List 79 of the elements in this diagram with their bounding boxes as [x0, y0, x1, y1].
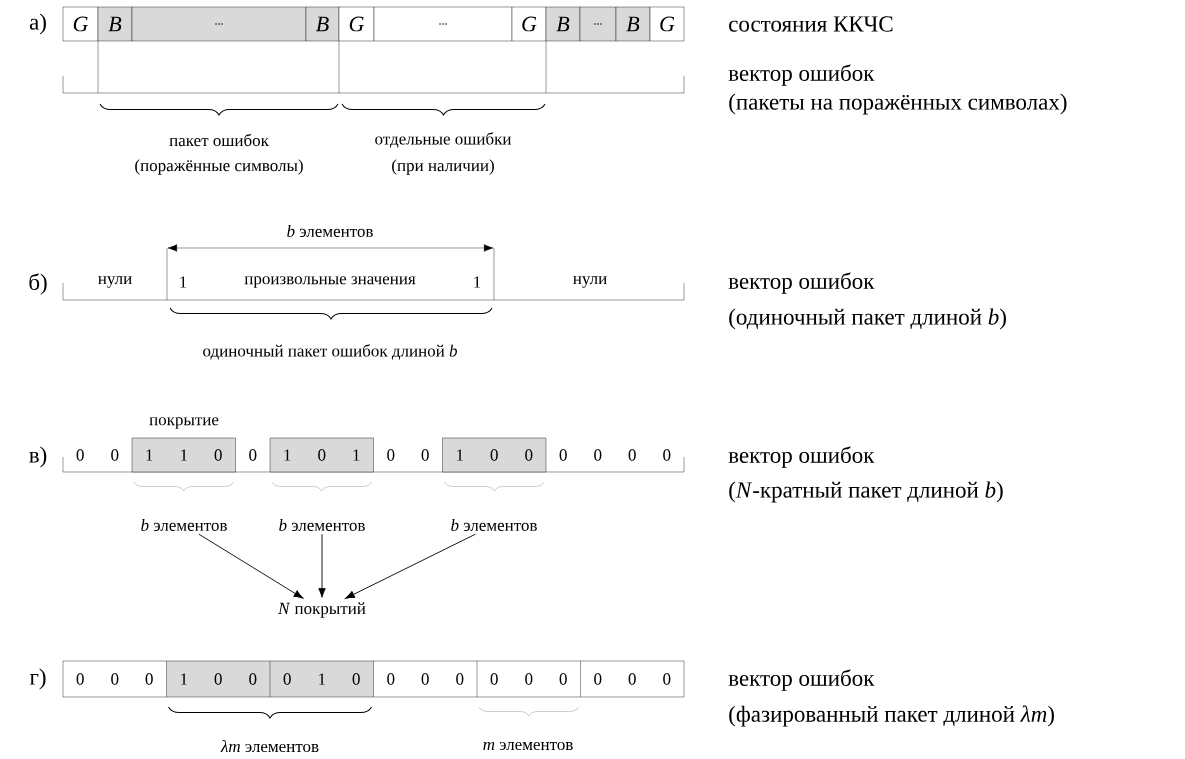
bit-value: 0 [663, 673, 671, 685]
bit-value: 0 [559, 673, 567, 685]
symbol-cell: G [338, 6, 375, 42]
node-text: b элементов [141, 519, 227, 531]
bit-value: 0 [249, 673, 257, 685]
row-caption: вектор ошибок [728, 272, 875, 294]
bit-value: 1 [146, 449, 153, 461]
bit-value: 0 [76, 449, 84, 461]
row-caption: (фазированный пакет длиной λm) [729, 705, 1054, 727]
note-text: нули [98, 276, 132, 288]
bit-value: 0 [628, 673, 636, 685]
row-caption: вектор ошибок [728, 64, 875, 86]
note-text: покрытие [149, 417, 219, 429]
note-text: b элементов [287, 225, 373, 237]
note-text: λm элементов [220, 739, 319, 753]
bit-value: 0 [525, 449, 533, 461]
bit-value: 0 [214, 673, 222, 685]
note-text: пакет ошибок [169, 133, 269, 147]
symbol-cell: B [615, 6, 651, 42]
note-text: отдельные ошибки [375, 132, 512, 148]
note-text: (поражённые символы) [135, 159, 303, 175]
bit-value: 0 [421, 673, 429, 685]
node-text: b элементов [279, 519, 365, 531]
row-caption: (пакеты на поражённых символах) [729, 93, 1067, 115]
panel-letter: г) [29, 668, 46, 690]
bit-value: 0 [145, 673, 153, 685]
bit-value: 1 [181, 449, 188, 461]
bit-value: 1 [181, 673, 188, 685]
arrow [345, 533, 476, 599]
note-text: произвольные значения [244, 276, 416, 288]
panel-letter: в) [29, 446, 47, 468]
arrow [198, 533, 304, 599]
symbol-cell: G [62, 6, 99, 42]
symbol-cell: G [511, 6, 547, 42]
bit-value: 1 [319, 673, 326, 685]
row-caption: (N-кратный пакет длиной b) [729, 481, 1003, 503]
bit-value: 0 [490, 673, 498, 685]
bit-value: 0 [111, 673, 119, 685]
note-text: 1 [180, 276, 187, 288]
note-text: m элементов [483, 741, 573, 751]
symbol-cell: B [97, 6, 133, 42]
bit-value: 0 [387, 673, 395, 685]
row-caption: состояния ККЧС [729, 16, 893, 32]
row-caption: вектор ошибок [728, 669, 875, 691]
note-text: нули [573, 276, 607, 288]
bit-value: 0 [214, 449, 222, 461]
bit-value: 1 [353, 449, 360, 461]
symbol-cell: ... [579, 6, 617, 42]
bit-value: 1 [284, 449, 291, 461]
panel-letter: а) [29, 13, 46, 35]
bit-value: 0 [456, 673, 464, 685]
bit-value: 0 [76, 673, 84, 685]
note-text: (при наличии) [392, 159, 494, 175]
bit-value: 0 [283, 673, 291, 685]
bit-value: 0 [628, 449, 636, 461]
node-text: N покрытий [278, 602, 366, 618]
row-caption: (одиночный пакет длиной b) [729, 308, 1006, 330]
symbol-cell: B [305, 6, 340, 42]
bit-value: 0 [111, 449, 119, 461]
row-caption: вектор ошибок [728, 446, 875, 468]
symbol-cell: B [545, 6, 581, 42]
note-text: одиночный пакет ошибок длиной b [203, 344, 457, 360]
bit-value: 0 [387, 449, 395, 461]
bit-value: 0 [352, 673, 360, 685]
arrow [318, 533, 326, 598]
bit-value: 0 [559, 449, 567, 461]
panel-letter: б) [29, 273, 47, 295]
bit-value: 0 [663, 449, 671, 461]
bit-value: 0 [594, 449, 602, 461]
bit-value: 0 [525, 673, 533, 685]
bit-value: 0 [421, 449, 429, 461]
bit-value: 1 [457, 449, 464, 461]
note-text: 1 [474, 276, 481, 288]
bit-value: 0 [318, 449, 326, 461]
bit-value: 0 [490, 449, 498, 461]
node-text: b элементов [451, 519, 537, 531]
symbol-cell: G [649, 6, 685, 42]
bit-value: 0 [249, 449, 257, 461]
bit-value: 0 [594, 673, 602, 685]
